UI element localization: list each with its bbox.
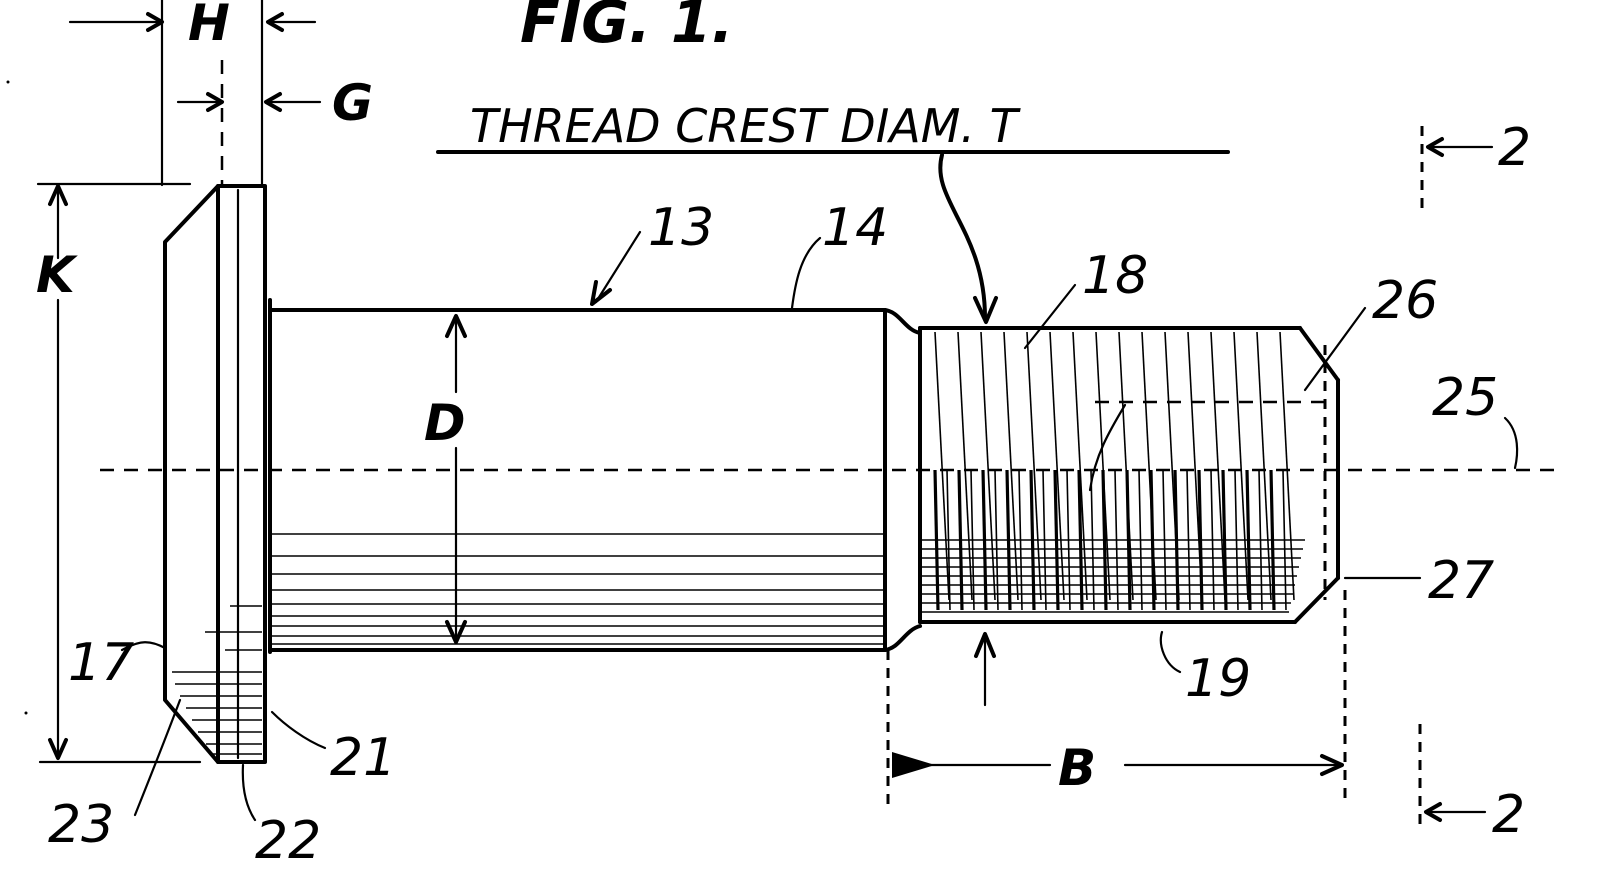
ref-19-label: 19: [1185, 649, 1251, 709]
section-line-top: 2: [1420, 118, 1531, 210]
ref-18: 18: [1023, 246, 1148, 350]
thread-crest-line: [1233, 331, 1249, 601]
thread-root-line: [1005, 469, 1012, 611]
thread-root-line: [970, 469, 975, 611]
ref-17: 17: [68, 633, 167, 693]
thread-crest-line: [1279, 331, 1295, 601]
label-d: D: [424, 394, 466, 452]
label-g: G: [332, 74, 373, 132]
thread-root-line: [981, 469, 988, 611]
ref-13-label: 13: [648, 198, 714, 258]
thread-root-line: [1186, 469, 1191, 611]
ref-13: 13: [590, 198, 714, 306]
thread-root-line: [1282, 469, 1287, 611]
ref-17-label: 17: [68, 633, 134, 693]
ref-25-label: 25: [1432, 368, 1498, 428]
thread-crest-line: [1026, 331, 1042, 601]
figure-title: FIG. 1.: [520, 0, 733, 56]
section-line-bottom: 2: [1418, 724, 1525, 845]
label-h: H: [188, 0, 230, 52]
thread-root-line: [1018, 469, 1023, 611]
thread-root-line: [1162, 469, 1167, 611]
speck: [24, 711, 28, 715]
ref-23: 23: [48, 698, 182, 855]
thread-root-line: [957, 469, 964, 611]
thread-root-line: [1210, 469, 1215, 611]
thread-crest-line: [980, 331, 996, 601]
thread-root-line: [1101, 469, 1108, 611]
dimension-h: H: [68, 0, 317, 187]
thread-crest-line: [1072, 331, 1088, 601]
dimension-g: G: [176, 60, 373, 185]
thread-root-line: [1125, 469, 1132, 611]
thread-root-line: [1138, 469, 1143, 611]
thread-root-line: [1090, 469, 1095, 611]
ref-22: 22: [241, 763, 321, 871]
thread-crest-line: [1095, 331, 1111, 601]
thread-root-line: [1234, 469, 1239, 611]
section-mark-bottom: 2: [1492, 785, 1525, 845]
thread-root-line: [1258, 469, 1263, 611]
thread-crest-line: [957, 331, 973, 601]
label-b: B: [1058, 739, 1096, 797]
thread-root-line: [1149, 469, 1156, 611]
ref-19: 19: [1159, 630, 1251, 709]
thread-root-line: [1197, 469, 1204, 611]
thread-crest-line: [1003, 331, 1019, 601]
ref-18-label: 18: [1082, 246, 1148, 306]
speck: [6, 80, 10, 84]
thread-crest-note: THREAD CREST DIAM. T: [436, 99, 1230, 324]
thread-root-line: [994, 469, 999, 611]
ref-26-label: 26: [1372, 271, 1438, 331]
ref-26: 26: [1303, 271, 1438, 392]
thread-root-line: [1221, 469, 1228, 611]
thread-crest-label: THREAD CREST DIAM. T: [470, 99, 1022, 153]
bolt-shank: [270, 308, 922, 652]
thread-crest-line: [1118, 331, 1134, 601]
thread-root-line: [1029, 469, 1036, 611]
thread-root-line: [1269, 469, 1276, 611]
dimension-d: D: [424, 314, 467, 644]
dimension-k: K: [36, 182, 202, 764]
ref-21-label: 21: [330, 728, 396, 788]
ref-14: 14: [790, 198, 888, 310]
dimension-b: B: [886, 590, 1347, 805]
section-mark-top: 2: [1498, 118, 1531, 178]
ref-14-label: 14: [822, 198, 888, 258]
ref-22-label: 22: [255, 811, 321, 871]
thread-root-line: [1077, 469, 1084, 611]
ref-23-label: 23: [48, 795, 114, 855]
ref-27-label: 27: [1428, 551, 1494, 611]
thread-root-line: [1173, 469, 1180, 611]
thread-shading: [922, 469, 1305, 613]
thread-root-line: [1245, 469, 1252, 611]
ref-21: 21: [270, 710, 396, 788]
thread-lines: [934, 331, 1295, 601]
thread-root-line: [1066, 469, 1071, 611]
thread-root-line: [933, 469, 940, 611]
ref-25: 25: [1432, 368, 1519, 470]
thread-crest-line: [934, 331, 950, 601]
thread-root-line: [1114, 469, 1119, 611]
thread-crest-line: [1210, 331, 1226, 601]
ref-27: 27: [1343, 551, 1494, 611]
threaded-section: [918, 326, 1340, 624]
thread-root-line: [1042, 469, 1047, 611]
thread-root-line: [946, 469, 951, 611]
thread-root-line: [1053, 469, 1060, 611]
thread-crest-line: [1256, 331, 1272, 601]
bolt-head: [163, 184, 272, 764]
label-k: K: [36, 246, 78, 304]
thread-crest-line: [1049, 331, 1065, 601]
